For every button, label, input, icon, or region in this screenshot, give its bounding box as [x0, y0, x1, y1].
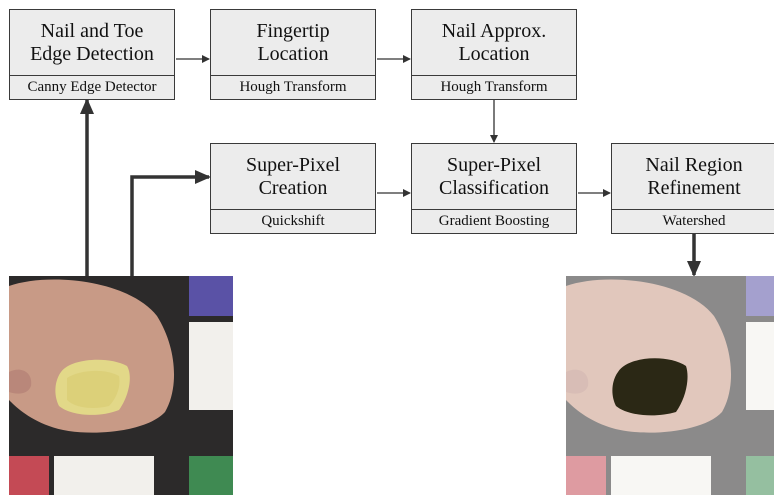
node-method: Hough Transform	[239, 79, 347, 95]
node-method: Canny Edge Detector	[27, 79, 157, 95]
node-title: Fingertip Location	[211, 10, 375, 76]
node-title-line: Classification	[439, 176, 549, 199]
node-super-pixel-creation: Super-Pixel Creation Quickshift	[210, 143, 376, 234]
node-title-line: Refinement	[647, 176, 741, 199]
node-title-line: Super-Pixel	[245, 153, 341, 176]
arrow-photo-to-super-pixel-creation	[130, 170, 211, 276]
node-super-pixel-classification: Super-Pixel Classification Gradient Boos…	[411, 143, 577, 234]
segmented-nail-region	[612, 358, 688, 416]
node-title-line: Creation	[258, 176, 328, 199]
node-method: Watershed	[662, 213, 726, 229]
node-title-line: Nail and Toe	[40, 19, 144, 42]
node-title-line: Nail Approx.	[441, 19, 547, 42]
node-title: Nail Region Refinement	[612, 144, 774, 210]
node-title-line: Edge Detection	[30, 42, 154, 65]
node-title-line: Fingertip	[256, 19, 330, 42]
node-title: Super-Pixel Classification	[412, 144, 576, 210]
node-edge-detection: Nail and Toe Edge Detection Canny Edge D…	[9, 9, 175, 100]
node-title-line: Location	[257, 42, 329, 65]
node-method: Gradient Boosting	[438, 213, 550, 229]
node-title: Super-Pixel Creation	[211, 144, 375, 210]
node-title: Nail and Toe Edge Detection	[10, 10, 174, 76]
node-title-line: Nail Region	[645, 153, 743, 176]
node-title-line: Location	[458, 42, 530, 65]
node-method: Hough Transform	[440, 79, 548, 95]
node-nail-region-refinement: Nail Region Refinement Watershed	[611, 143, 774, 234]
node-method: Quickshift	[261, 213, 325, 229]
node-title: Nail Approx. Location	[412, 10, 576, 76]
input-toe-photo	[9, 276, 233, 495]
node-fingertip-location: Fingertip Location Hough Transform	[210, 9, 376, 100]
output-segmented-photo	[566, 276, 774, 495]
node-title-line: Super-Pixel	[446, 153, 542, 176]
node-nail-approx-location: Nail Approx. Location Hough Transform	[411, 9, 577, 100]
